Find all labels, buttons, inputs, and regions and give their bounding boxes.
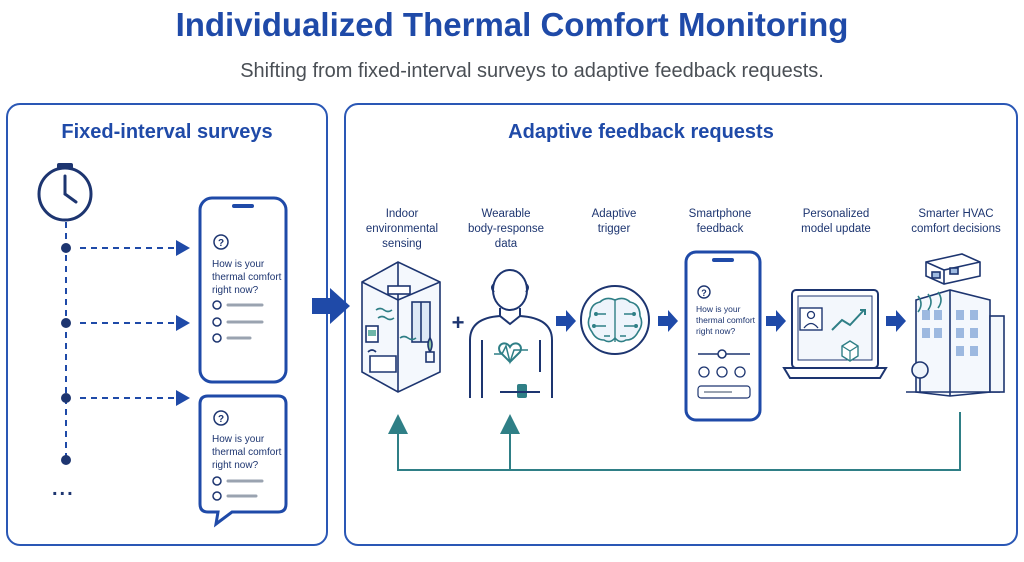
svg-text:?: ? <box>218 414 224 425</box>
flow-arrow <box>658 310 678 332</box>
feedback-question: How is your thermal comfort right now? <box>696 304 755 337</box>
transition-arrow <box>312 288 350 324</box>
feedback-loop <box>388 412 961 471</box>
brain-icon <box>580 285 650 355</box>
survey-phone: ? <box>198 196 288 384</box>
bubble-question: How is your thermal comfort right now? <box>212 433 281 472</box>
question-line: thermal comfort <box>212 272 282 283</box>
step-smartphone-feedback: Smartphone feedback <box>660 207 780 237</box>
step-label-line: Smarter HVAC <box>918 208 994 220</box>
survey-question: How is your thermal comfort right now? <box>212 258 281 297</box>
step-label-line: trigger <box>597 223 631 235</box>
question-line: thermal comfort <box>212 447 282 458</box>
question-line: right now? <box>212 460 259 471</box>
step-adaptive-trigger: Adaptive trigger <box>554 207 674 237</box>
step-label-line: Wearable <box>481 208 531 220</box>
laptop-icon <box>782 289 888 379</box>
step-label-line: Smartphone <box>688 208 752 220</box>
flow-arrow <box>556 310 576 332</box>
step-hvac-decisions: Smarter HVAC comfort decisions <box>896 207 1016 237</box>
page-title: Individualized Thermal Comfort Monitorin… <box>175 6 849 43</box>
page-subtitle: Shifting from fixed-interval surveys to … <box>240 60 824 82</box>
question-line: How is your <box>212 259 265 270</box>
step-label-line: body-response <box>467 223 545 235</box>
question-line: How is your <box>696 304 741 314</box>
adaptive-title: Adaptive feedback requests <box>508 121 774 143</box>
question-line: thermal comfort <box>696 315 756 325</box>
timeline-ellipsis: ... <box>52 478 75 500</box>
step-wearable-data: Wearable body-response data <box>446 207 566 252</box>
svg-text:?: ? <box>701 288 707 298</box>
step-label-line: Adaptive <box>591 208 637 220</box>
step-label-line: feedback <box>696 223 744 235</box>
svg-text:?: ? <box>218 238 224 249</box>
step-label-line: Indoor <box>385 208 419 220</box>
timeline <box>61 222 190 465</box>
step-indoor-sensing: Indoor environmental sensing <box>342 207 462 252</box>
fixed-interval-panel: Fixed-interval surveys <box>6 103 328 546</box>
survey-bubble: ? <box>198 394 288 528</box>
flow-arrow <box>766 310 786 332</box>
step-label-line: model update <box>801 223 871 235</box>
room-icon <box>361 261 441 393</box>
fixed-interval-title: Fixed-interval surveys <box>61 121 273 143</box>
adaptive-panel: Adaptive feedback requests <box>344 103 1018 546</box>
step-label-line: sensing <box>382 238 422 250</box>
step-model-update: Personalized model update <box>776 207 896 237</box>
building-icon <box>906 253 1005 397</box>
flow-arrow <box>886 310 906 332</box>
step-label-line: environmental <box>365 223 439 235</box>
clock-icon <box>37 163 93 222</box>
question-line: right now? <box>696 326 736 336</box>
plus-sign: + <box>452 310 465 335</box>
feedback-phone: ? <box>684 250 762 422</box>
step-label-line: data <box>494 238 518 250</box>
step-label-line: Personalized <box>802 208 870 220</box>
step-label-line: comfort decisions <box>911 223 1001 235</box>
person-icon <box>469 269 553 398</box>
question-line: How is your <box>212 434 265 445</box>
question-line: right now? <box>212 285 259 296</box>
